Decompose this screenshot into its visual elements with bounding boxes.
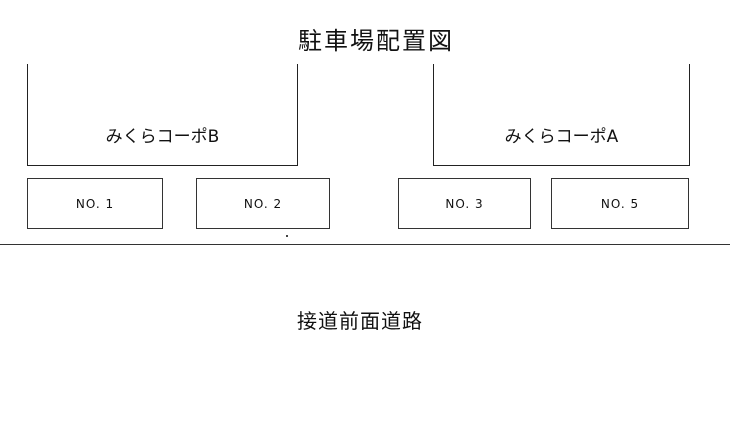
scan-speck bbox=[286, 235, 288, 237]
building-mikura-corp-b: みくらコーポB bbox=[27, 64, 298, 166]
building-label: みくらコーポB bbox=[105, 127, 220, 147]
parking-lot-no-5: NO. 5 bbox=[551, 178, 689, 229]
road-boundary-line bbox=[0, 244, 730, 245]
road-label: 接道前面道路 bbox=[297, 309, 423, 333]
parking-lot-no-2: NO. 2 bbox=[196, 178, 330, 229]
building-mikura-corp-a: みくらコーポA bbox=[433, 64, 690, 166]
parking-lot-no-3: NO. 3 bbox=[398, 178, 531, 229]
building-label: みくらコーポA bbox=[504, 127, 619, 147]
parking-lot-no-1: NO. 1 bbox=[27, 178, 163, 229]
diagram-title: 駐車場配置図 bbox=[298, 27, 454, 55]
